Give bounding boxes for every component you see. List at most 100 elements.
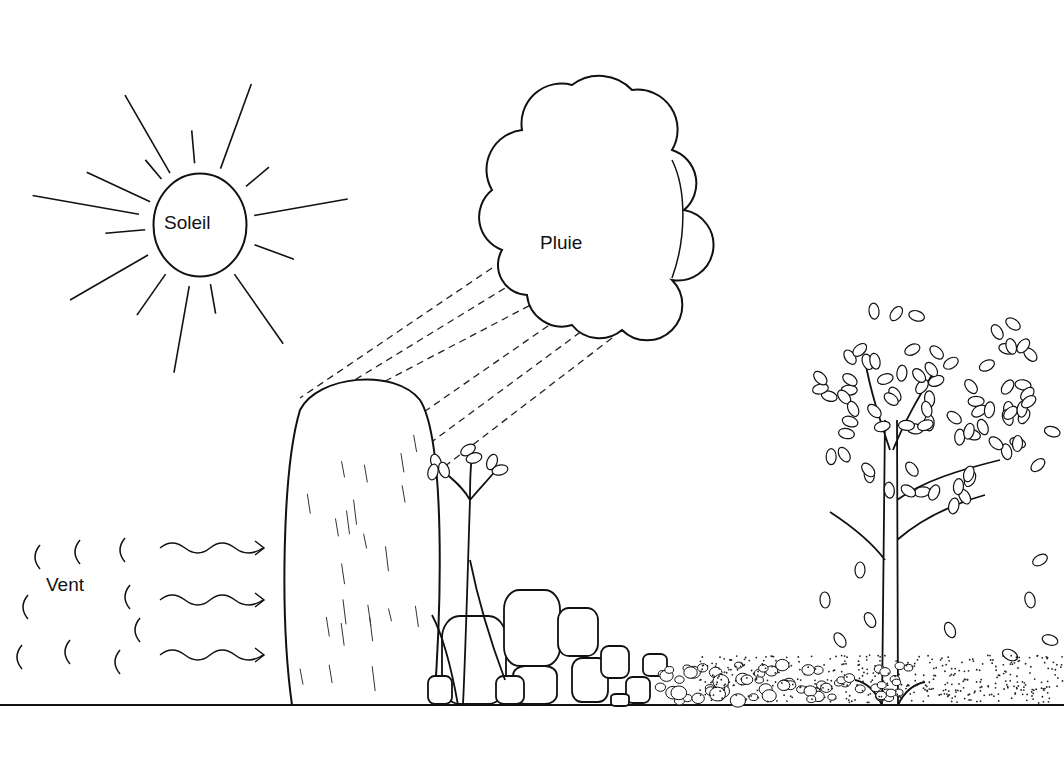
soil-grain xyxy=(846,676,848,678)
soil-grain xyxy=(879,656,881,658)
soil-grain xyxy=(1038,702,1040,704)
soil-grain xyxy=(815,668,817,670)
soil-grain xyxy=(886,683,888,685)
falling-leaf xyxy=(1001,647,1020,663)
soil-grain xyxy=(719,673,721,675)
leaf xyxy=(491,463,509,476)
soil-grain xyxy=(982,663,984,665)
soil-grain xyxy=(771,666,773,668)
soil-grain xyxy=(916,684,918,686)
soil-grain xyxy=(1056,685,1058,687)
soil-grain xyxy=(1022,693,1024,695)
soil-grain xyxy=(866,668,868,670)
soil-grain xyxy=(995,669,997,671)
soil-grain xyxy=(991,693,993,695)
soil-grain xyxy=(969,693,971,695)
soil-grain xyxy=(1046,658,1048,660)
soil-grain xyxy=(1049,686,1051,688)
soil-grain xyxy=(741,662,743,664)
soil-grain xyxy=(909,693,911,695)
soil-grain xyxy=(1054,669,1056,671)
soil-grain xyxy=(857,664,859,666)
soil-grain xyxy=(831,688,833,690)
wind-label: Vent xyxy=(46,574,84,596)
soil-grain xyxy=(1031,691,1033,693)
soil-grain xyxy=(757,674,759,676)
soil-grain xyxy=(995,687,997,689)
soil-grain xyxy=(763,660,765,662)
soil-grain xyxy=(755,657,757,659)
leaf xyxy=(1014,337,1032,356)
soil-grain xyxy=(841,655,843,657)
tree-trunk xyxy=(830,360,1000,705)
soil-grain xyxy=(719,656,721,658)
soil-grain xyxy=(1010,655,1012,657)
falling-leaf xyxy=(1031,552,1050,569)
soil-grain xyxy=(883,680,885,682)
soil-grain xyxy=(701,668,703,670)
soil-grain xyxy=(879,660,881,662)
soil-grain xyxy=(715,663,717,665)
soil-grain xyxy=(869,654,871,656)
leaf xyxy=(859,461,877,480)
pebble xyxy=(880,668,890,676)
hatch-stroke xyxy=(347,511,350,535)
soil-grain xyxy=(1034,678,1036,680)
soil-grain xyxy=(1052,661,1054,663)
soil-grain xyxy=(1009,680,1011,682)
soil-grain xyxy=(800,686,802,688)
sun-ray xyxy=(105,230,145,233)
soil-grain xyxy=(699,689,701,691)
soil-grain xyxy=(772,685,774,687)
soil-grain xyxy=(943,690,945,692)
soil-grain xyxy=(1029,672,1031,674)
leaf xyxy=(999,378,1017,397)
soil-grain xyxy=(1023,682,1025,684)
sun-circle: Soleil xyxy=(152,172,248,278)
soil-grain xyxy=(711,662,713,664)
soil-grain xyxy=(1013,685,1015,687)
soil-grain xyxy=(1033,689,1035,691)
soil-grain xyxy=(895,690,897,692)
leaf xyxy=(1029,456,1048,474)
soil-grain xyxy=(1002,664,1004,666)
soil-grain xyxy=(740,666,742,668)
soil-grain xyxy=(956,701,958,703)
soil-grain xyxy=(941,657,943,659)
soil-grain xyxy=(1003,688,1005,690)
soil-grain xyxy=(888,673,890,675)
soil-grain xyxy=(1011,697,1013,699)
soil-grain xyxy=(955,691,957,693)
sun-ray xyxy=(174,286,189,373)
soil-grain xyxy=(844,660,846,662)
soil-grain xyxy=(914,680,916,682)
soil-grain xyxy=(917,659,919,661)
falling-leaf xyxy=(820,592,831,609)
soil-grain xyxy=(735,665,737,667)
pebble xyxy=(735,662,743,668)
arrow-head xyxy=(255,541,264,555)
soil-grain xyxy=(947,656,949,658)
soil-grain xyxy=(1054,674,1056,676)
soil-grain xyxy=(948,660,950,662)
soil-grain xyxy=(1005,671,1007,673)
soil-grain xyxy=(702,665,704,667)
soil-grain xyxy=(878,673,880,675)
soil-grain xyxy=(942,665,944,667)
soil-grain xyxy=(743,664,745,666)
soil-grain xyxy=(945,664,947,666)
soil-grain xyxy=(927,695,929,697)
pebble xyxy=(778,680,790,690)
rain-line xyxy=(372,300,540,388)
soil-grain xyxy=(737,669,739,671)
soil-grain xyxy=(862,681,864,683)
leaf xyxy=(882,390,901,408)
node-outline xyxy=(472,50,697,350)
leaf xyxy=(836,445,853,464)
soil-grain xyxy=(1032,698,1034,700)
soil-grain xyxy=(1051,668,1053,670)
soil-grain xyxy=(1022,681,1024,683)
soil-grain xyxy=(767,680,769,682)
soil-grain xyxy=(748,660,750,662)
soil-grain xyxy=(740,678,742,680)
